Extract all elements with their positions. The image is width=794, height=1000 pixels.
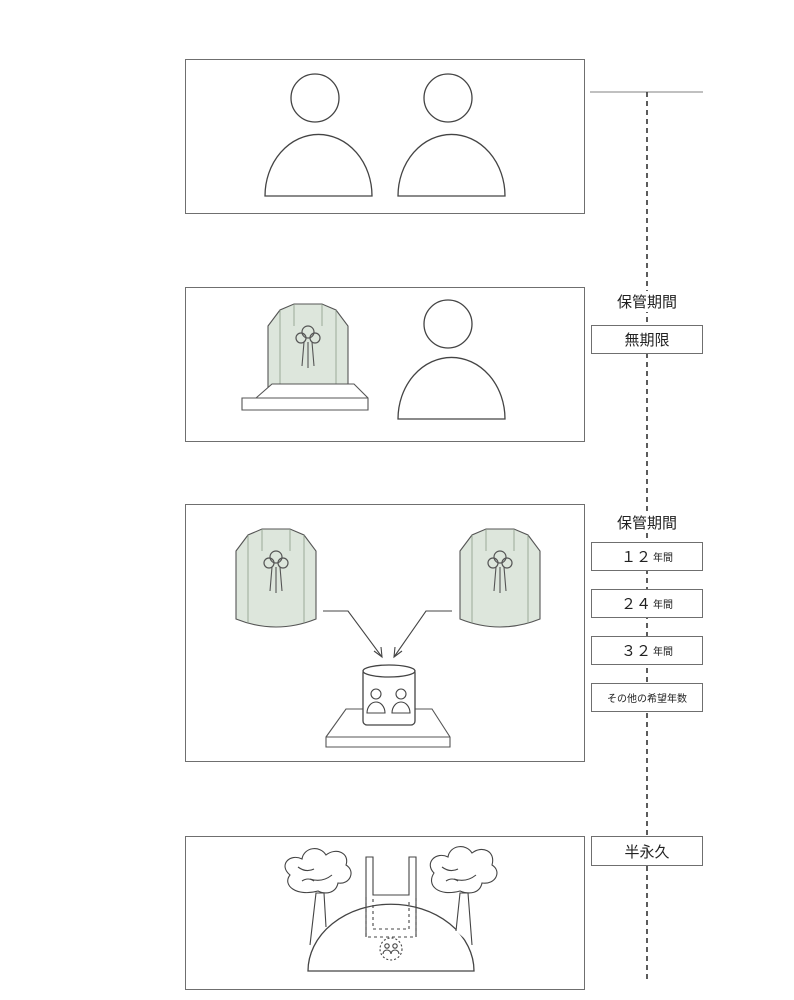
person-icon [397,73,506,197]
stage-4-panel [185,836,585,990]
urn-stand [241,383,369,411]
burial-mound-icon [307,903,475,972]
period-number: ３２ [620,642,651,660]
arrow-icon [393,610,452,659]
period-semi-permanent: 半永久 [591,836,703,866]
person-icon [264,73,373,197]
period-unit: 年間 [653,553,673,564]
tree-icon [284,848,352,946]
urn-icon [459,528,541,628]
shared-urn-icon [362,664,416,726]
period-unit: 年間 [653,600,673,611]
storage-period-heading: 保管期間 [591,291,703,312]
stage-2-panel [185,287,585,442]
period-unlimited: 無期限 [591,325,703,354]
period-number: ２４ [620,595,651,613]
arrow-icon [323,610,383,659]
period-number: １２ [620,548,651,566]
stage-3-panel [185,504,585,762]
tree-icon [429,846,498,946]
urn-icon [235,528,317,628]
period-unit: 年間 [653,647,673,658]
person-icon [397,299,506,420]
storage-period-heading: 保管期間 [591,512,703,533]
stage-1-panel [185,59,585,214]
grave-marker [365,856,417,961]
period-option-other: その他の希望年数 [591,683,703,712]
